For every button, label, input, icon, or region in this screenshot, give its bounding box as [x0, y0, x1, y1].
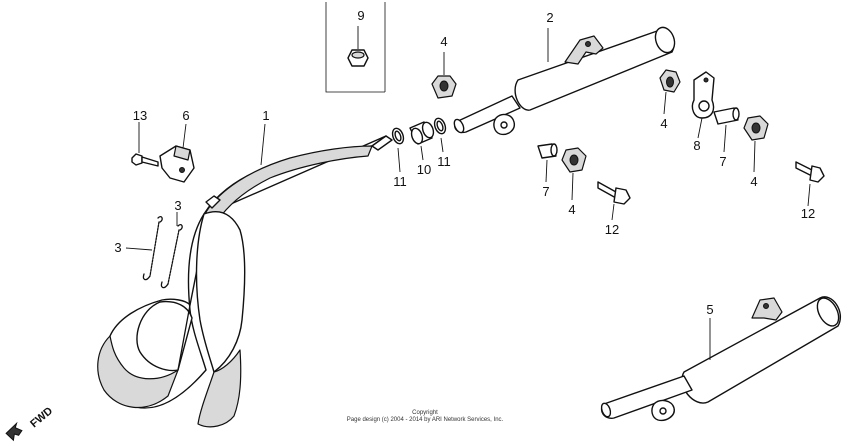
label-9: 9 [357, 8, 364, 23]
part-10-joint[interactable] [409, 121, 436, 161]
part-11-gasket-right[interactable] [433, 117, 448, 153]
part-3-spring-right[interactable] [160, 212, 183, 289]
label-4-far-right: 4 [750, 174, 757, 189]
part-6-bracket[interactable] [159, 123, 195, 183]
part-4-rubber-top[interactable] [431, 52, 457, 99]
part-11-gasket-left[interactable] [391, 127, 406, 173]
label-4-right-upper: 4 [660, 116, 667, 131]
label-7-left: 7 [542, 184, 549, 199]
part-4-rubber-middle[interactable] [561, 147, 587, 201]
part-4-rubber-far-right[interactable] [743, 115, 769, 173]
label-4-middle: 4 [568, 202, 575, 217]
part-9-nut[interactable] [347, 26, 369, 67]
part-5-silencer[interactable] [600, 295, 843, 422]
part-12-bolt-right[interactable] [795, 161, 825, 207]
label-6: 6 [182, 108, 189, 123]
label-2: 2 [546, 10, 553, 25]
part-9-bracket-box [325, 2, 386, 93]
label-1: 1 [262, 108, 269, 123]
label-7-right: 7 [719, 154, 726, 169]
footer-copyright: Copyright [412, 410, 438, 416]
part-7-collar-right[interactable] [713, 107, 740, 153]
footer-page-design: Page design (c) 2004 - 2014 by ARI Netwo… [346, 417, 504, 423]
label-12-middle: 12 [605, 222, 619, 237]
label-3-right: 3 [174, 198, 181, 213]
part-7-collar-left[interactable] [537, 143, 558, 183]
label-12-right: 12 [801, 206, 815, 221]
label-11-right: 11 [437, 154, 451, 169]
part-2-silencer[interactable] [452, 25, 677, 136]
label-10: 10 [417, 162, 431, 177]
label-3-left: 3 [114, 240, 121, 255]
label-4-top: 4 [440, 34, 447, 49]
part-4-rubber-right-upper[interactable] [659, 69, 681, 115]
label-8: 8 [693, 138, 700, 153]
label-11-left: 11 [393, 174, 407, 189]
part-13-bolt[interactable] [131, 122, 159, 167]
label-5: 5 [706, 302, 713, 317]
part-3-spring-left[interactable] [125, 216, 163, 281]
part-1-expansion-chamber[interactable] [97, 123, 393, 428]
part-8-stay[interactable] [691, 71, 715, 139]
label-13: 13 [133, 108, 147, 123]
part-12-bolt-middle[interactable] [597, 181, 631, 221]
